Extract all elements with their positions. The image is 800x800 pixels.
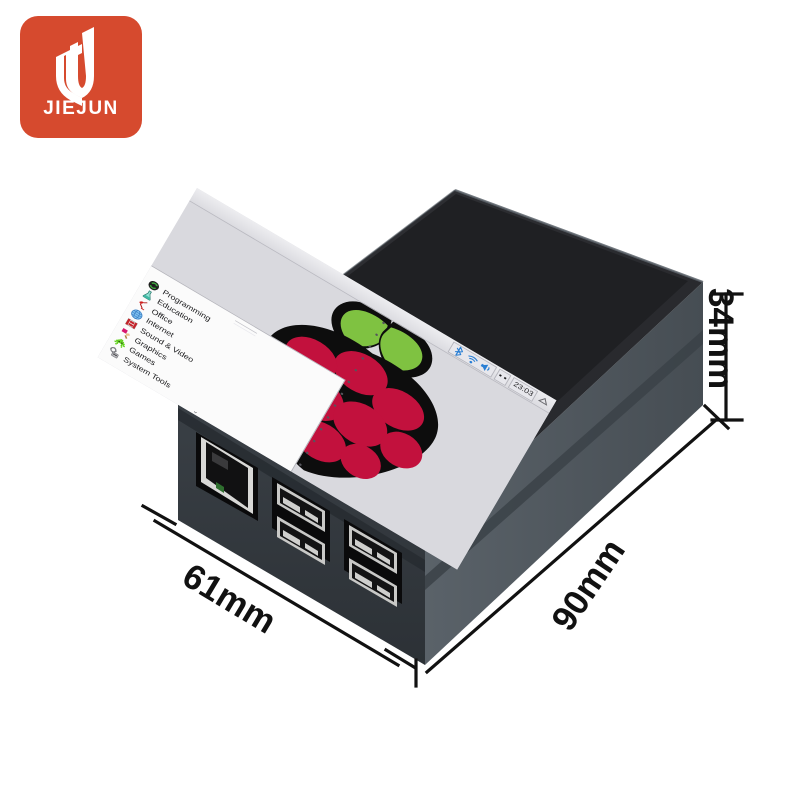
dimension-label-height: 34mm [701,288,740,390]
jiejun-j-monogram-icon [56,27,94,106]
usb-a-port [349,558,397,607]
brand-name: JIEJUN [43,98,119,119]
brand-logo: JIEJUN [20,16,142,138]
